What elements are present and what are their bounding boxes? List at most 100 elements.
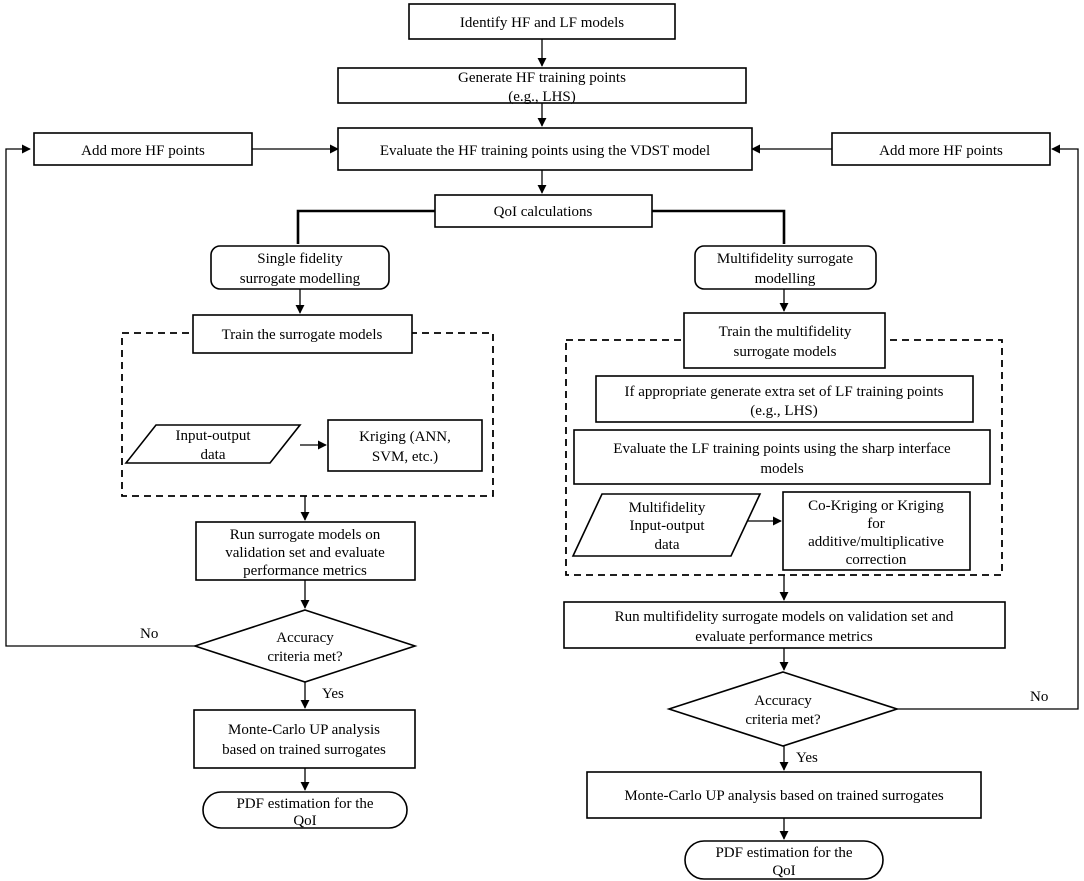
run-mf-text-2: evaluate performance metrics (695, 629, 873, 645)
svg-text:Yes: Yes (796, 750, 818, 766)
branch-qoi-multi (652, 209, 786, 244)
svg-text:Accuracy: Accuracy (754, 693, 812, 709)
svg-text:Evaluate the LF training point: Evaluate the LF training points using th… (613, 441, 951, 457)
svg-text:criteria met?: criteria met? (267, 649, 343, 665)
acc-mf-text-2: criteria met? (745, 712, 821, 728)
svg-text:Monte-Carlo UP analysis: Monte-Carlo UP analysis (228, 722, 380, 738)
evaluate-hf-points-box: Evaluate the HF training points using th… (337, 127, 753, 171)
qoi-calculations-box: QoI calculations (434, 194, 653, 228)
svg-text:Single fidelity: Single fidelity (257, 251, 343, 267)
svg-text:QoI: QoI (772, 863, 795, 879)
svg-text:Identify HF and LF models: Identify HF and LF models (460, 15, 624, 31)
svg-text:PDF estimation for the: PDF estimation for the (236, 796, 373, 812)
identify-text: Identify HF and LF models (460, 15, 624, 31)
svg-text:Add more HF points: Add more HF points (879, 143, 1003, 159)
pdf-estimation-left-terminal: PDF estimation for the QoI (202, 791, 408, 829)
mc-sf-text-2: based on trained surrogates (222, 742, 386, 758)
svg-text:Run multifidelity surrogate mo: Run multifidelity surrogate models on va… (615, 609, 954, 625)
svg-text:Input-output: Input-output (630, 518, 706, 534)
io-sf-text-2: data (201, 447, 226, 463)
svg-text:criteria met?: criteria met? (745, 712, 821, 728)
run-surrogate-box: Run surrogate models on validation set a… (195, 521, 416, 581)
svg-text:correction: correction (846, 552, 907, 568)
cokriging-text-3: additive/multiplicative (808, 534, 944, 550)
svg-text:surrogate models: surrogate models (734, 344, 837, 360)
evaluate-hf-text: Evaluate the HF training points using th… (380, 143, 710, 159)
svg-text:evaluate performance metrics: evaluate performance metrics (695, 629, 873, 645)
svg-text:surrogate modelling: surrogate modelling (240, 271, 361, 287)
pdf-estimation-right-terminal: PDF estimation for the QoI (684, 840, 884, 880)
monte-carlo-right-box: Monte-Carlo UP analysis based on trained… (586, 771, 982, 819)
mf-text-2: modelling (755, 271, 816, 287)
sf-text-2: surrogate modelling (240, 271, 361, 287)
pdf-sf-text-1: PDF estimation for the (236, 796, 373, 812)
io-mf-text-3: data (655, 537, 680, 553)
accuracy-decision-left: Accuracy criteria met? (192, 609, 418, 683)
svg-text:Input-output: Input-output (176, 428, 252, 444)
run-sf-text-3: performance metrics (243, 563, 367, 579)
svg-text:validation set and evaluate: validation set and evaluate (225, 545, 385, 561)
io-mf-text-2: Input-output (630, 518, 706, 534)
svg-text:models: models (760, 461, 803, 477)
evaluate-lf-points-box: Evaluate the LF training points using th… (573, 429, 991, 485)
run-multifidelity-box: Run multifidelity surrogate models on va… (563, 601, 1006, 649)
svg-text:data: data (655, 537, 680, 553)
generate-text-2: (e.g., LHS) (508, 89, 576, 105)
monte-carlo-left-box: Monte-Carlo UP analysis based on trained… (193, 709, 416, 769)
train-surrogate-box: Train the surrogate models (192, 314, 413, 354)
svg-text:(e.g., LHS): (e.g., LHS) (750, 403, 818, 419)
io-sf-text-1: Input-output (176, 428, 252, 444)
acc-mf-text-1: Accuracy (754, 693, 812, 709)
acc-sf-text-1: Accuracy (276, 630, 334, 646)
svg-text:Accuracy: Accuracy (276, 630, 334, 646)
multifidelity-box: Multifidelity surrogate modelling (694, 245, 877, 290)
svg-text:QoI calculations: QoI calculations (494, 204, 593, 220)
cokriging-text-1: Co-Kriging or Kriging (808, 498, 944, 514)
svg-text:Evaluate the HF training point: Evaluate the HF training points using th… (380, 143, 710, 159)
mc-sf-text-1: Monte-Carlo UP analysis (228, 722, 380, 738)
svg-text:No: No (1030, 689, 1048, 705)
train-mf-text-1: Train the multifidelity (719, 324, 852, 340)
svg-text:Kriging (ANN,: Kriging (ANN, (359, 429, 451, 445)
kriging-box: Kriging (ANN, SVM, etc.) (327, 419, 483, 472)
svg-text:QoI: QoI (293, 813, 316, 829)
train-sf-text: Train the surrogate models (222, 327, 383, 343)
accuracy-decision-right: Accuracy criteria met? (666, 671, 900, 747)
svg-text:Yes: Yes (322, 686, 344, 702)
train-mf-text-2: surrogate models (734, 344, 837, 360)
svg-text:(e.g., LHS): (e.g., LHS) (508, 89, 576, 105)
svg-text:Run surrogate models on: Run surrogate models on (230, 527, 381, 543)
add-left-text: Add more HF points (81, 143, 205, 159)
io-data-right-parallelogram: Multifidelity Input-output data (571, 493, 762, 557)
pdf-mf-text-2: QoI (772, 863, 795, 879)
generate-text-1: Generate HF training points (458, 70, 626, 86)
pdf-mf-text-1: PDF estimation for the (715, 845, 852, 861)
svg-text:data: data (201, 447, 226, 463)
svg-text:Multifidelity surrogate: Multifidelity surrogate (717, 251, 854, 267)
svg-text:performance metrics: performance metrics (243, 563, 367, 579)
yes-label-left: Yes (322, 686, 344, 702)
acc-sf-text-2: criteria met? (267, 649, 343, 665)
svg-text:Monte-Carlo UP analysis based: Monte-Carlo UP analysis based on trained… (624, 788, 944, 804)
svg-text:modelling: modelling (755, 271, 816, 287)
identify-models-box: Identify HF and LF models (408, 3, 676, 40)
loop-no-right (897, 144, 1079, 710)
yes-label-right: Yes (796, 750, 818, 766)
no-label-right: No (1030, 689, 1048, 705)
svg-text:PDF estimation for the: PDF estimation for the (715, 845, 852, 861)
svg-text:Co-Kriging or Kriging: Co-Kriging or Kriging (808, 498, 944, 514)
svg-text:for: for (867, 516, 885, 532)
add-hf-points-right-box: Add more HF points (831, 132, 1051, 166)
mf-text-1: Multifidelity surrogate (717, 251, 854, 267)
svg-text:Train the multifidelity: Train the multifidelity (719, 324, 852, 340)
svg-text:Multifidelity: Multifidelity (629, 500, 706, 516)
connectors (5, 39, 1079, 840)
cokriging-text-4: correction (846, 552, 907, 568)
svg-text:Train the surrogate models: Train the surrogate models (222, 327, 383, 343)
run-sf-text-1: Run surrogate models on (230, 527, 381, 543)
svg-text:Generate HF training points: Generate HF training points (458, 70, 626, 86)
qoi-text: QoI calculations (494, 204, 593, 220)
gen-lf-text-2: (e.g., LHS) (750, 403, 818, 419)
eval-lf-text-2: models (760, 461, 803, 477)
